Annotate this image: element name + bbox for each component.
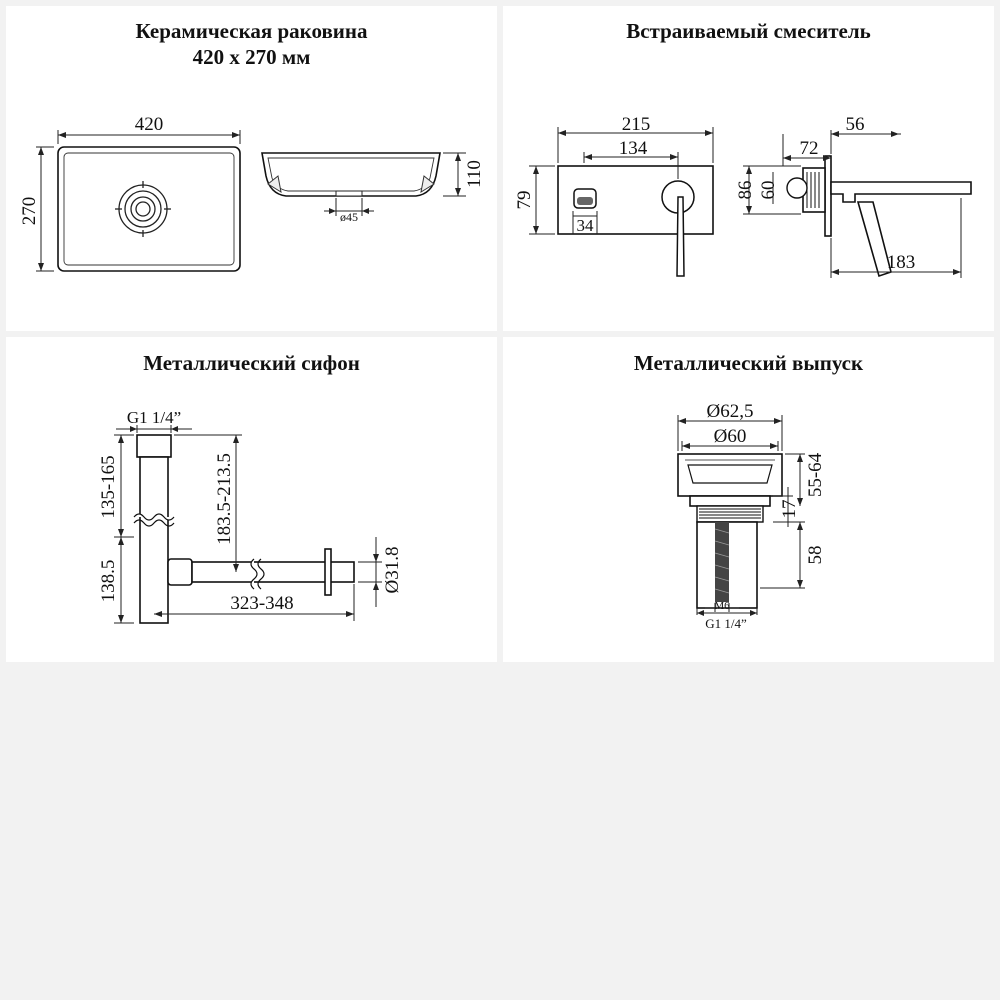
mixer-dim-total-width: 215 bbox=[622, 114, 651, 135]
drain-dim-thread: G1 1/4” bbox=[705, 616, 747, 631]
drain-neck bbox=[689, 495, 771, 507]
sink-drawing: 420 270 ø45 110 bbox=[19, 114, 485, 272]
panel-metal-drain: Металлический выпуск Ø62,5 bbox=[503, 337, 994, 662]
siphon-title: Металлический сифон bbox=[143, 351, 360, 375]
drain-dim-58: 58 bbox=[805, 546, 826, 565]
siphon-horizontal-pipe bbox=[191, 561, 355, 583]
drain-dim-17: 17 bbox=[779, 500, 800, 519]
siphon-top-nut bbox=[136, 434, 172, 458]
sink-title: Керамическая раковина bbox=[135, 19, 368, 43]
sink-drain-grate bbox=[115, 181, 171, 237]
siphon-drawing: G1 1/4” 135-165 138.5 183.5-213.5 323-34… bbox=[98, 408, 403, 624]
drain-title: Металлический выпуск bbox=[633, 351, 864, 375]
mixer-dim-height: 79 bbox=[514, 191, 535, 210]
drain-thread bbox=[696, 505, 764, 523]
panel-metal-siphon: Металлический сифон G1 1/4” 135-165 138. bbox=[6, 337, 497, 662]
panel-built-in-mixer: Встраиваемый смеситель 215 134 79 34 bbox=[503, 6, 994, 331]
drain-dim-outer: Ø62,5 bbox=[707, 401, 754, 422]
sink-top-inner bbox=[63, 152, 235, 266]
mixer-dim-inner-width: 134 bbox=[619, 138, 648, 159]
sink-dim-height: 270 bbox=[19, 197, 40, 226]
mixer-title: Встраиваемый смеситель bbox=[626, 19, 871, 43]
sink-dim-drain: ø45 bbox=[340, 210, 358, 224]
sink-top-outline bbox=[57, 146, 241, 272]
drain-dim-inner: Ø60 bbox=[714, 426, 747, 447]
mixer-lever bbox=[676, 196, 685, 277]
sink-side-outline bbox=[261, 152, 441, 197]
mixer-spout bbox=[830, 181, 972, 203]
drain-dim-range: 55-64 bbox=[805, 452, 826, 497]
mixer-dim-side-top: 72 bbox=[800, 138, 819, 159]
sink-dim-side-height: 110 bbox=[464, 160, 485, 188]
mixer-dim-side-depth: 56 bbox=[846, 114, 865, 135]
drain-drawing: Ø62,5 Ø60 55-64 17 58 M6 G bbox=[677, 401, 826, 631]
mixer-drawing: 215 134 79 34 72 bbox=[514, 114, 972, 278]
siphon-dim-upper: 135-165 bbox=[98, 455, 119, 518]
mixer-dim-spout: 183 bbox=[887, 252, 916, 273]
siphon-dim-diameter: Ø31.8 bbox=[382, 547, 403, 594]
mixer-dim-button: 34 bbox=[577, 216, 595, 235]
sink-subtitle: 420 х 270 мм bbox=[192, 45, 311, 69]
mixer-dim-side-h1: 86 bbox=[735, 181, 756, 200]
siphon-dim-length: 323-348 bbox=[230, 593, 293, 614]
siphon-vertical-tube bbox=[139, 456, 169, 624]
siphon-side-nut bbox=[167, 558, 193, 586]
mixer-side-wall-plate bbox=[824, 155, 832, 237]
mixer-dim-side-h2: 60 bbox=[758, 181, 779, 200]
siphon-wall-flange bbox=[324, 548, 332, 596]
siphon-dim-drop: 183.5-213.5 bbox=[214, 453, 235, 545]
drain-dim-m6: M6 bbox=[714, 600, 730, 612]
siphon-dim-lower: 138.5 bbox=[98, 560, 119, 603]
siphon-dim-thread: G1 1/4” bbox=[127, 408, 181, 427]
panel-ceramic-sink: Керамическая раковина 420 х 270 мм 420 2… bbox=[6, 6, 497, 331]
sink-dim-width: 420 bbox=[135, 114, 164, 135]
